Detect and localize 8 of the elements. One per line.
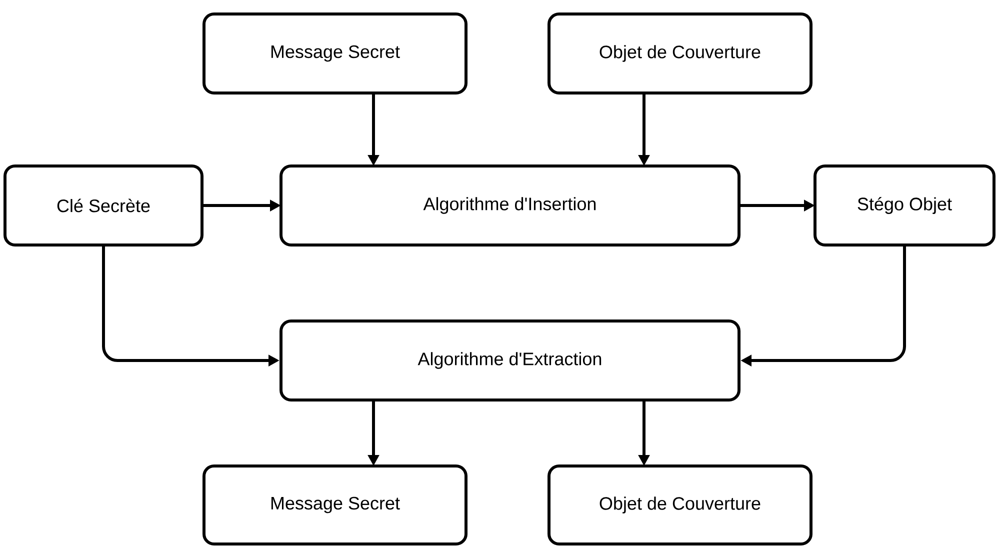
process-box: Objet de Couverture <box>548 464 812 546</box>
process-box: Algorithme d'Extraction <box>280 320 740 402</box>
process-box: Algorithme d'Insertion <box>280 164 740 246</box>
process-box: Objet de Couverture <box>548 12 812 94</box>
process-box: Message Secret <box>202 12 468 94</box>
process-box: Clé Secrète <box>4 164 204 246</box>
process-box: Message Secret <box>202 464 468 546</box>
process-box: Stégo Objet <box>814 164 996 246</box>
